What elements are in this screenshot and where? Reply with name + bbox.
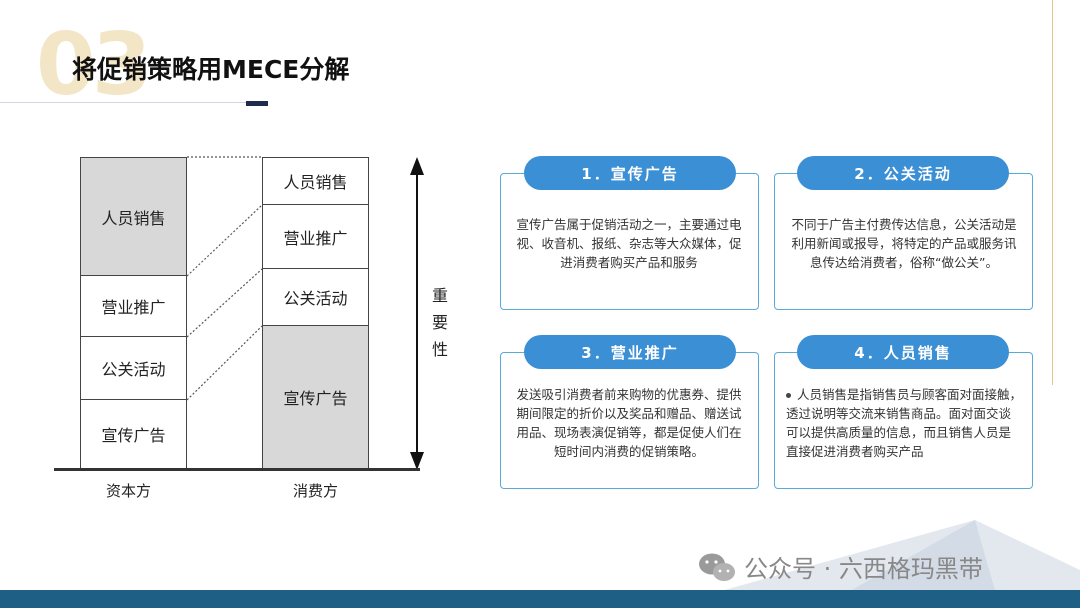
consumer-item-label: 营业推广 [283, 228, 348, 248]
wechat-icon [699, 553, 735, 581]
card-title-sales-promotion: 3．营业推广 [524, 335, 736, 369]
capital-item-label: 公关活动 [101, 360, 166, 379]
card-advertising [500, 173, 759, 310]
card-text-sales-promotion: 发送吸引消费者前来购物的优惠券、提供期间限定的折价以及奖品和赠品、赠送试用品、现… [516, 387, 742, 459]
capital-side-label: 资本方 [106, 482, 152, 500]
footer-bar [0, 590, 1080, 608]
consumer-item-advertising: 宣传广告 [262, 325, 369, 469]
footer-decoration [660, 520, 1080, 608]
card-text-public-relations: 不同于广告主付费传达信息，公关活动是利用新闻或报导，将特定的产品或服务讯息传达给… [791, 217, 1017, 270]
capital-item-label: 人员销售 [101, 208, 166, 228]
diagram-baseline [54, 468, 420, 471]
consumer-item-label: 人员销售 [283, 173, 348, 192]
page-title: 将促销策略用MECE分解 [72, 55, 350, 84]
card-title-personal-selling: 4．人员销售 [797, 335, 1009, 369]
card-text-personal-selling-body: 人员销售是指销售员与顾客面对面接触，透过说明等交流来销售商品。面对面交谈可以提供… [786, 387, 1023, 459]
connector-lines [186, 156, 424, 470]
section-number: 03 [36, 15, 152, 115]
capital-item-label: 营业推广 [101, 298, 166, 317]
card-personal-selling [774, 352, 1033, 489]
card-text-advertising: 宣传广告属于促销活动之一，主要通过电视、收音机、报纸、杂志等大众媒体，促进消费者… [516, 217, 742, 270]
mece-diagram: 人员销售 营业推广 公关活动 宣传广告 人员销售 营业推广 公关活动 宣传广告 [0, 0, 470, 520]
capital-item-label: 宣传广告 [101, 426, 166, 445]
watermark-text: 公众号 · 六西格玛黑带 [744, 555, 983, 583]
card-sales-promotion [500, 352, 759, 489]
consumer-item-label: 宣传广告 [283, 389, 348, 408]
importance-arrow [410, 157, 424, 470]
consumer-side-label: 消费方 [293, 482, 339, 500]
right-gold-divider [1052, 0, 1053, 385]
card-text-personal-selling: 人员销售是指销售员与顾客面对面接触，透过说明等交流来销售商品。面对面交谈可以提供… [786, 385, 1022, 461]
importance-label: 重要性 [431, 286, 448, 359]
title-dash-accent [246, 101, 268, 106]
consumer-item-label: 公关活动 [283, 289, 348, 308]
capital-item-personal-selling: 人员销售 [80, 157, 187, 276]
card-title-public-relations: 2．公关活动 [797, 156, 1009, 190]
card-title-advertising: 1．宣传广告 [524, 156, 736, 190]
title-underline [0, 102, 250, 103]
bullet-icon [786, 393, 791, 398]
